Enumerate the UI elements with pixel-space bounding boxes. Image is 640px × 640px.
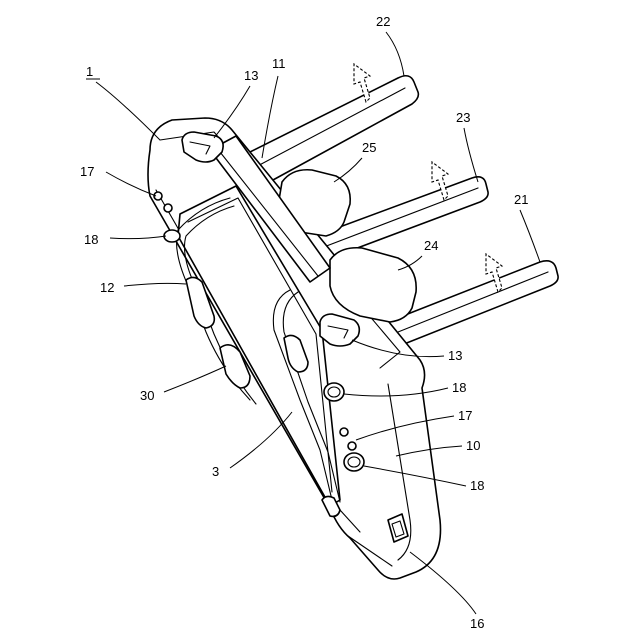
label-13-top: 13: [244, 68, 258, 83]
label-3: 3: [212, 464, 219, 479]
label-24: 24: [424, 238, 438, 253]
label-23: 23: [456, 110, 470, 125]
label-10: 10: [466, 438, 480, 453]
knob-18-mid: [324, 383, 344, 401]
label-18-left: 18: [84, 232, 98, 247]
label-30: 30: [140, 388, 154, 403]
label-21: 21: [514, 192, 528, 207]
label-13-bottom: 13: [448, 348, 462, 363]
label-22: 22: [376, 14, 390, 29]
label-17-right: 17: [458, 408, 472, 423]
label-16: 16: [470, 616, 484, 631]
label-18-low: 18: [470, 478, 484, 493]
knob-18-left: [164, 230, 180, 242]
label-12: 12: [100, 280, 114, 295]
label-1: 1: [86, 64, 93, 79]
label-18-mid: 18: [452, 380, 466, 395]
label-17-left: 17: [80, 164, 94, 179]
label-11: 11: [272, 56, 286, 71]
label-25: 25: [362, 140, 376, 155]
knob-18-low: [344, 453, 364, 471]
